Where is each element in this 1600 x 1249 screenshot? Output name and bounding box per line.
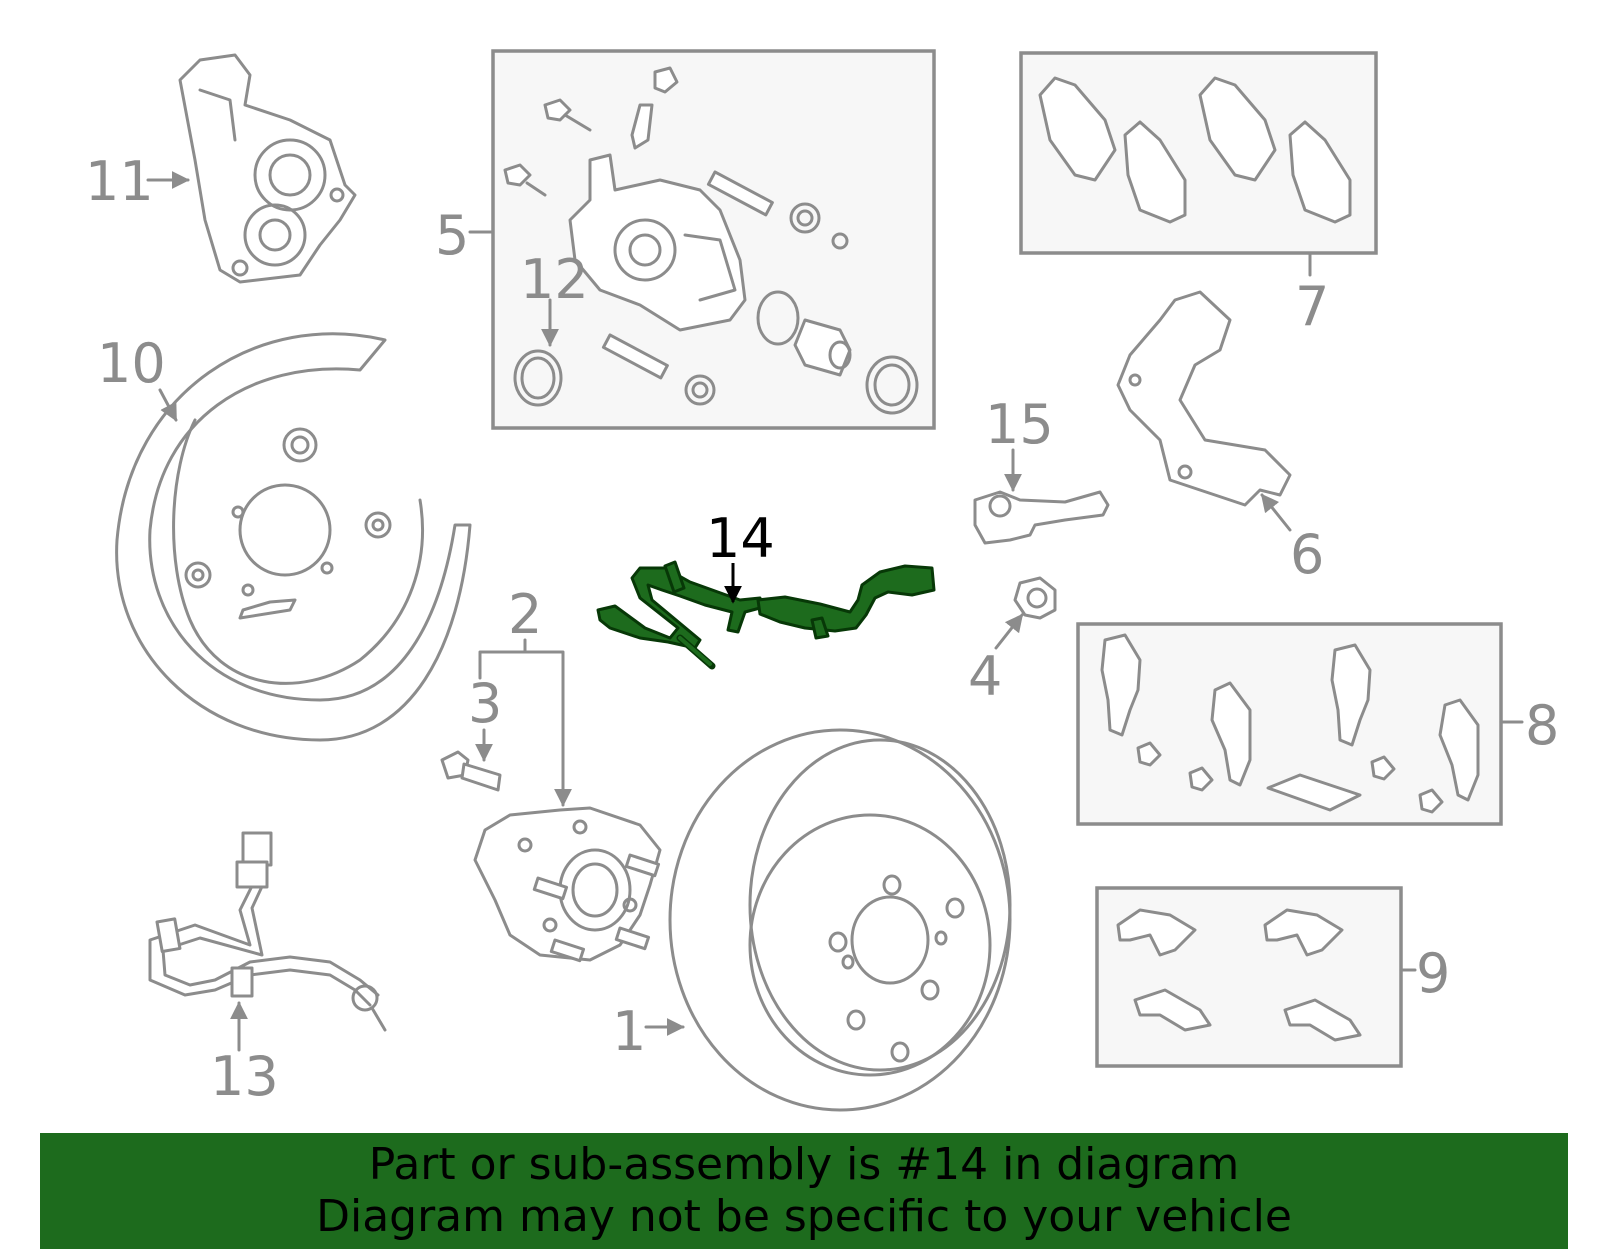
callout-15: 15 <box>985 393 1054 456</box>
callout-12-group: 12 <box>520 248 589 347</box>
callout-14-group: 14 <box>706 507 775 604</box>
part-7-pads[interactable] <box>1038 76 1352 224</box>
callout-14: 14 <box>706 507 775 570</box>
part-6-bracket[interactable] <box>1116 290 1292 507</box>
callout-8-group: 8 <box>1499 694 1559 757</box>
callout-7: 7 <box>1295 275 1329 338</box>
notice-line-1: Part or sub-assembly is #14 in diagram <box>368 1139 1240 1190</box>
callout-1-group: 1 <box>612 1000 685 1063</box>
callout-5-group: 5 <box>435 204 495 267</box>
part-15-sensor[interactable] <box>973 490 1110 545</box>
callout-12: 12 <box>520 248 589 311</box>
part-12-seal[interactable] <box>513 349 563 407</box>
callout-2: 2 <box>508 583 542 646</box>
callout-13: 13 <box>210 1045 279 1108</box>
callout-7-group: 7 <box>1295 251 1329 338</box>
callout-4-group: 4 <box>968 613 1024 708</box>
callout-15-group: 15 <box>985 393 1054 492</box>
part-13-hose[interactable] <box>148 831 387 1032</box>
part-4-nut[interactable] <box>1013 576 1057 620</box>
part-5-caliper[interactable] <box>503 66 919 415</box>
callout-5: 5 <box>435 204 469 267</box>
callout-10: 10 <box>97 332 166 395</box>
notice-line-2: Diagram may not be specific to your vehi… <box>316 1191 1292 1242</box>
callout-11-group: 11 <box>85 150 190 213</box>
part-11-actuator[interactable] <box>178 53 357 284</box>
callout-9: 9 <box>1416 942 1450 1005</box>
part-2-hub[interactable] <box>473 806 662 963</box>
callout-1: 1 <box>612 1000 646 1063</box>
callout-8: 8 <box>1525 694 1559 757</box>
part-8-hardware[interactable] <box>1100 633 1480 814</box>
callout-10-group: 10 <box>97 332 178 422</box>
callout-6: 6 <box>1290 523 1324 586</box>
part-9-clips[interactable] <box>1116 908 1362 1042</box>
part-1-rotor[interactable] <box>668 728 1012 1112</box>
callout-11: 11 <box>85 150 154 213</box>
parts-diagram: 11 5 12 <box>85 49 1559 1112</box>
callout-3: 3 <box>468 672 502 735</box>
callout-2-3-group: 2 3 <box>468 583 572 807</box>
part-10-backing-plate[interactable] <box>115 332 472 742</box>
callout-9-group: 9 <box>1399 942 1450 1005</box>
callout-6-group: 6 <box>1260 493 1324 586</box>
callout-13-group: 13 <box>210 1001 279 1108</box>
notice-banner: Part or sub-assembly is #14 in diagram D… <box>40 1133 1568 1249</box>
callout-4: 4 <box>968 645 1002 708</box>
part-14-harness[interactable] <box>596 560 936 670</box>
part-3-bolt[interactable] <box>440 750 502 792</box>
